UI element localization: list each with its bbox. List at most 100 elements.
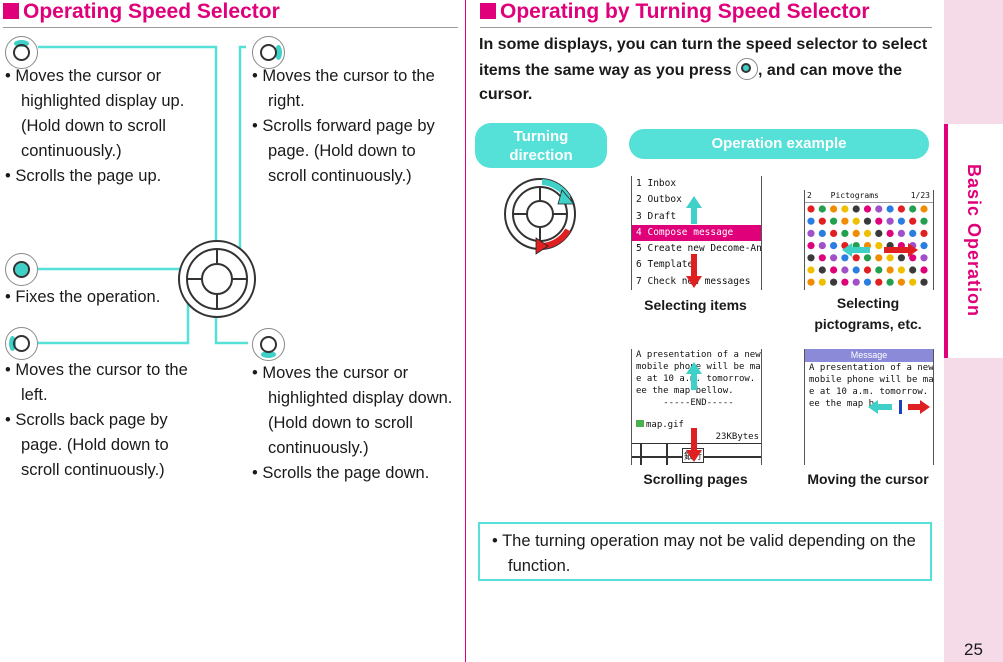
left-heading: Operating Speed Selector bbox=[3, 0, 280, 24]
pictogram-icon bbox=[875, 254, 883, 262]
center-description: • Fixes the operation. bbox=[5, 288, 161, 306]
pictogram-icon bbox=[909, 266, 917, 274]
pictogram-icon bbox=[920, 217, 928, 225]
pictogram-icon bbox=[807, 217, 815, 225]
up-arrow-icon bbox=[686, 362, 702, 390]
right-heading: Operating by Turning Speed Selector bbox=[480, 0, 870, 24]
pictogram-icon bbox=[909, 229, 917, 237]
pictogram-icon bbox=[852, 217, 860, 225]
attachment-row: map.gif bbox=[632, 419, 761, 431]
center-key-inline-icon bbox=[736, 57, 759, 80]
connector-right bbox=[238, 45, 246, 266]
pictogram-icon bbox=[886, 229, 894, 237]
right-key-icon bbox=[252, 36, 285, 69]
down-key-icon bbox=[252, 328, 285, 361]
text-cursor-icon bbox=[899, 400, 902, 414]
pictogram-icon bbox=[897, 254, 905, 262]
pictogram-icon bbox=[875, 217, 883, 225]
down-arrow-icon bbox=[686, 254, 702, 288]
pictogram-icon bbox=[909, 217, 917, 225]
pictogram-icon bbox=[909, 278, 917, 286]
pictogram-icon bbox=[897, 266, 905, 274]
pictogram-icon bbox=[920, 229, 928, 237]
column-divider bbox=[465, 0, 466, 662]
pictogram-icon bbox=[897, 205, 905, 213]
left-heading-rule bbox=[3, 27, 458, 28]
speed-selector-icon bbox=[178, 240, 256, 318]
left-key-icon bbox=[5, 327, 38, 360]
pictogram-icon bbox=[875, 266, 883, 274]
image-icon bbox=[636, 420, 644, 427]
up-arrow-icon bbox=[686, 196, 702, 224]
caption-scrolling-pages: Scrolling pages bbox=[643, 471, 748, 487]
pictogram-arrows bbox=[842, 243, 918, 257]
pictogram-icon bbox=[841, 229, 849, 237]
page-number: 25 bbox=[964, 640, 983, 659]
connector-left bbox=[38, 288, 190, 345]
pictogram-icon bbox=[863, 229, 872, 237]
pictogram-icon bbox=[830, 278, 838, 286]
menu-item: 7 Check new messages bbox=[636, 275, 751, 287]
pictogram-icon bbox=[807, 278, 815, 286]
pictogram-grid bbox=[807, 205, 928, 286]
pictogram-icon bbox=[909, 254, 917, 262]
pictogram-icon bbox=[852, 266, 860, 274]
pictogram-icon bbox=[818, 278, 826, 286]
cursor-arrows bbox=[868, 400, 930, 414]
menu-item: 6 Template bbox=[636, 259, 694, 271]
down-description: • Moves the cursor or highlighted displa… bbox=[252, 364, 453, 482]
pictogram-icon bbox=[852, 205, 860, 213]
pictogram-icon bbox=[886, 266, 894, 274]
pictogram-icon bbox=[909, 205, 917, 213]
left-arrow-icon bbox=[868, 400, 892, 414]
pictogram-icon bbox=[875, 278, 883, 286]
pictograms-screenshot: 2 Pictograms 1/23 bbox=[804, 190, 934, 290]
pictogram-icon bbox=[897, 278, 905, 286]
pictogram-icon bbox=[886, 278, 894, 286]
pictogram-icon bbox=[886, 205, 894, 213]
pictogram-icon bbox=[818, 254, 826, 262]
pictogram-icon bbox=[818, 242, 826, 250]
heading-square-icon bbox=[480, 3, 496, 19]
pictogram-icon bbox=[920, 242, 928, 250]
turning-direction-label: Turning direction bbox=[475, 123, 607, 168]
message-titlebar: Message bbox=[805, 349, 933, 362]
heading-square-icon bbox=[3, 3, 19, 19]
pictograms-titlebar: 2 Pictograms 1/23 bbox=[805, 190, 933, 203]
pictogram-icon bbox=[852, 229, 860, 237]
pictogram-icon bbox=[830, 266, 838, 274]
right-arrow-icon bbox=[884, 243, 918, 257]
pictogram-icon bbox=[841, 205, 849, 213]
menu-item: 1 Inbox bbox=[636, 178, 677, 189]
pictogram-icon bbox=[875, 229, 883, 237]
pictogram-icon bbox=[830, 229, 838, 237]
pictogram-icon bbox=[863, 278, 872, 286]
menu-arrows bbox=[686, 196, 702, 288]
right-description: • Moves the cursor to the right. • Scrol… bbox=[252, 67, 435, 185]
operation-example-label: Operation example bbox=[629, 129, 929, 159]
pictogram-icon bbox=[875, 242, 883, 250]
pictogram-icon bbox=[830, 217, 838, 225]
connector-up bbox=[38, 45, 218, 266]
pictogram-icon bbox=[818, 266, 826, 274]
center-key-icon bbox=[5, 253, 38, 286]
intro-text: In some displays, you can turn the speed… bbox=[479, 36, 928, 103]
up-description: • Moves the cursor or highlighted displa… bbox=[5, 67, 185, 185]
caption-moving-cursor: Moving the cursor bbox=[807, 471, 929, 487]
pictogram-icon bbox=[875, 205, 883, 213]
sidebar-tab bbox=[944, 124, 1003, 358]
menu-screenshot: 1 Inbox 2 Outbox 3 Draft 4 Compose messa… bbox=[631, 176, 762, 290]
note-text: • The turning operation may not be valid… bbox=[492, 532, 916, 575]
pictogram-icon bbox=[818, 229, 826, 237]
down-arrow-icon bbox=[686, 428, 702, 462]
pictogram-icon bbox=[841, 217, 849, 225]
pictogram-icon bbox=[807, 242, 815, 250]
up-key-icon bbox=[5, 36, 38, 69]
pictogram-icon bbox=[841, 278, 849, 286]
pictogram-icon bbox=[886, 217, 894, 225]
caption-selecting-pictograms: Selecting pictograms, etc. bbox=[814, 295, 922, 332]
pictogram-icon bbox=[897, 217, 905, 225]
pictogram-icon bbox=[807, 229, 815, 237]
pictogram-icon bbox=[841, 266, 849, 274]
note-box: • The turning operation may not be valid… bbox=[478, 522, 932, 581]
